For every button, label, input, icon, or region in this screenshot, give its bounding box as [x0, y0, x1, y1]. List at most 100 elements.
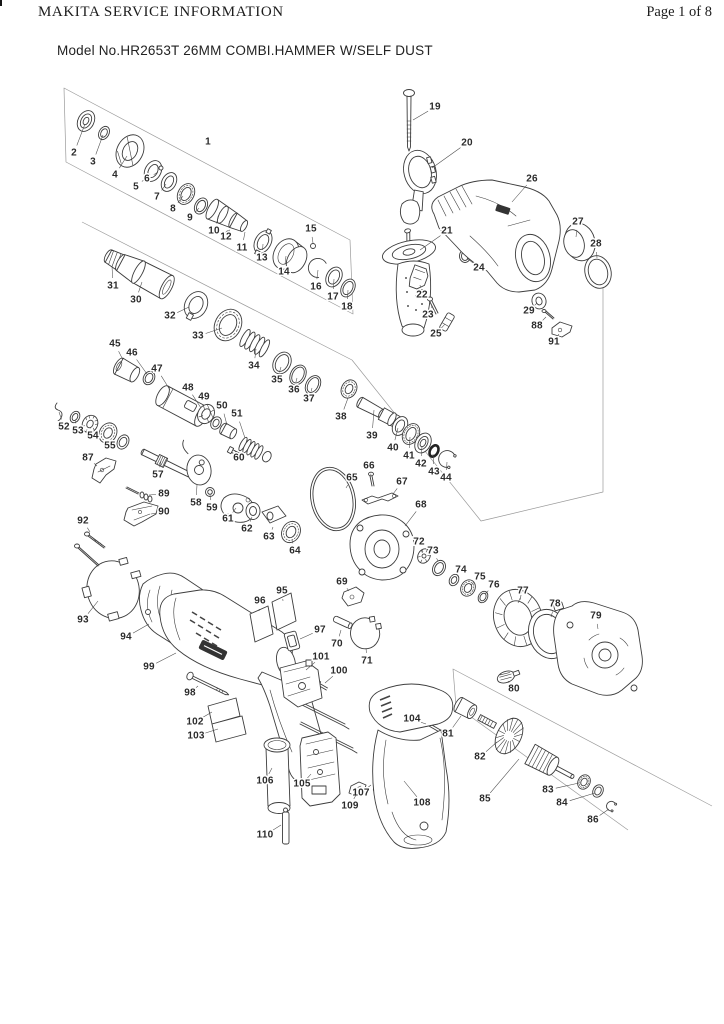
- handle-bolt: [403, 89, 415, 152]
- model-number-line: Model No.HR2653T 26MM COMBI.HAMMER W/SEL…: [57, 43, 433, 58]
- screw-92: [84, 531, 106, 549]
- leader-line: [141, 173, 151, 182]
- part-number-54: 54: [87, 431, 99, 442]
- crank-housing-group: [310, 466, 415, 581]
- leader-line: [271, 526, 274, 530]
- leader-line: [517, 598, 521, 604]
- plate-63: [261, 505, 287, 524]
- button-97: [283, 630, 301, 652]
- part-number-37: 37: [303, 394, 315, 405]
- leader-line: [74, 419, 77, 424]
- leader-line: [192, 394, 202, 409]
- motor-housing: [553, 601, 643, 696]
- leader-line: [119, 155, 128, 169]
- document-title: MAKITA SERVICE INFORMATION: [38, 4, 284, 20]
- part-number-101: 101: [312, 652, 330, 663]
- part-number-79: 79: [590, 611, 602, 622]
- leader-line: [223, 413, 228, 426]
- leader-line: [150, 512, 157, 515]
- lever-87: [91, 457, 117, 484]
- part-number-33: 33: [192, 331, 204, 342]
- leader-line: [432, 453, 434, 465]
- leader-line: [148, 494, 157, 496]
- leader-line: [367, 784, 372, 789]
- leader-line: [160, 375, 171, 391]
- leader-line: [596, 623, 599, 630]
- fan: [494, 717, 524, 755]
- armature-core: [524, 743, 575, 779]
- part-number-50: 50: [216, 401, 228, 412]
- spring: [239, 329, 271, 358]
- leader-line: [136, 359, 148, 375]
- part-number-4: 4: [112, 170, 118, 181]
- spring: [238, 436, 272, 463]
- leader-line: [299, 633, 313, 640]
- leader-line: [353, 794, 357, 800]
- part-number-110: 110: [257, 830, 274, 841]
- part-number-91: 91: [548, 337, 560, 348]
- chuck-parts-row: [76, 110, 356, 298]
- part-number-80: 80: [508, 684, 520, 695]
- part-number-25: 25: [430, 329, 442, 340]
- part-number-45: 45: [109, 339, 121, 350]
- part-number-88: 88: [531, 321, 543, 332]
- leader-line: [195, 685, 199, 688]
- leader-line: [118, 351, 124, 361]
- clip-109: [348, 781, 367, 797]
- leader-line: [279, 366, 282, 373]
- carbon-brush: [496, 669, 521, 684]
- part-number-21: 21: [441, 226, 453, 237]
- part-number-55: 55: [104, 441, 116, 452]
- part-number-66: 66: [363, 461, 375, 472]
- leader-line: [489, 758, 520, 794]
- leader-line: [555, 782, 580, 789]
- leader-line: [430, 305, 433, 308]
- leader-line: [232, 507, 237, 513]
- leader-line: [155, 652, 177, 664]
- leader-line: [403, 780, 418, 797]
- leader-line: [421, 549, 424, 553]
- part-number-30: 30: [130, 295, 142, 306]
- armature-group: [453, 697, 618, 813]
- leader-line: [177, 306, 190, 313]
- leader-line: [394, 427, 399, 441]
- dust-tube-106: [263, 737, 291, 814]
- part-number-6: 6: [144, 174, 150, 185]
- part-number-71: 71: [361, 656, 373, 667]
- part-number-29: 29: [523, 306, 535, 317]
- part-number-84: 84: [556, 798, 568, 809]
- leader-line: [161, 183, 167, 191]
- part-number-98: 98: [184, 688, 196, 699]
- part-number-73: 73: [427, 546, 439, 557]
- depth-gauge-clamp: [403, 149, 437, 212]
- part-number-74: 74: [455, 565, 467, 576]
- leader-line: [441, 323, 446, 329]
- part-number-77: 77: [517, 586, 529, 597]
- part-number-46: 46: [126, 348, 138, 359]
- part-number-105: 105: [293, 779, 311, 790]
- leader-line: [343, 397, 349, 410]
- part-number-14: 14: [278, 267, 290, 278]
- leader-line: [307, 773, 312, 779]
- leader-line: [209, 494, 212, 501]
- crank-lever-67: [361, 492, 399, 505]
- leader-line: [111, 265, 113, 279]
- leader-line: [196, 484, 198, 496]
- part-number-43: 43: [428, 467, 440, 478]
- part-number-82: 82: [474, 752, 486, 763]
- part-number-104: 104: [403, 714, 421, 725]
- guide-cup: [272, 238, 308, 274]
- part-number-58: 58: [190, 498, 202, 509]
- part-number-75: 75: [474, 572, 486, 583]
- part-number-61: 61: [222, 514, 234, 525]
- part-number-53: 53: [72, 426, 84, 437]
- part-number-39: 39: [366, 431, 378, 442]
- part-number-3: 3: [90, 157, 96, 168]
- part-number-83: 83: [542, 785, 554, 796]
- side-handle-flange: [382, 228, 436, 265]
- part-number-65: 65: [346, 473, 358, 484]
- leader-line: [138, 281, 143, 293]
- leader-line: [271, 824, 282, 832]
- scan-artifact: [0, 0, 2, 6]
